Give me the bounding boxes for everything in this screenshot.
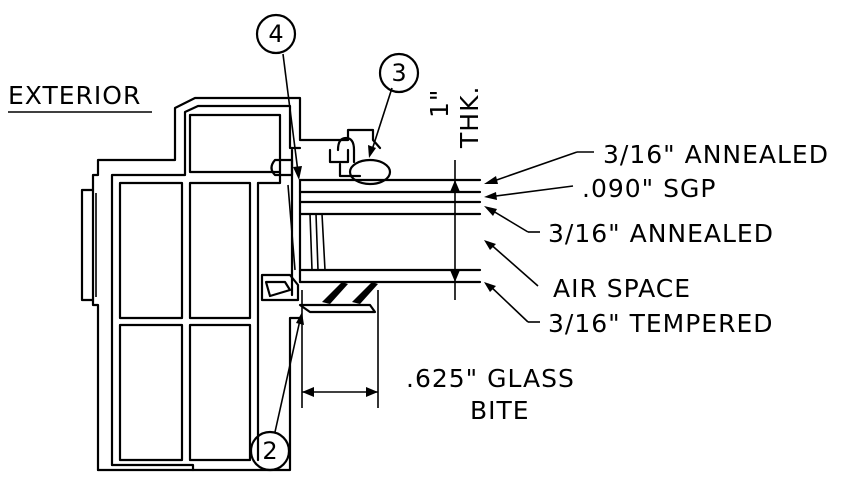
glass-bite-dimension: .625" GLASS BITE	[301, 290, 575, 425]
bead-clip-lower	[264, 280, 292, 298]
leaders	[274, 53, 594, 433]
arrow-pane-inner	[484, 206, 497, 216]
callout-2-circle	[249, 430, 291, 472]
chamber-4	[188, 323, 252, 462]
lower-bead	[298, 303, 377, 314]
frame-bottom-right	[191, 316, 302, 472]
chamber-2	[188, 181, 252, 320]
chamber-3	[118, 323, 184, 462]
callout-3-circle	[378, 52, 420, 94]
callout-4-number: 4	[268, 20, 283, 48]
callout-3: 3	[378, 52, 420, 94]
frame-bottom	[96, 463, 195, 472]
gasket-foot	[338, 162, 362, 178]
setting-seal-1	[322, 282, 348, 304]
leader-air-space	[487, 241, 539, 287]
leader-callout-4	[282, 53, 299, 173]
bead-pocket-upper	[270, 158, 294, 177]
spacer	[309, 213, 326, 271]
arrow-air-space	[484, 240, 496, 250]
glass-bite-value: .625" GLASS	[406, 364, 575, 393]
callout-3-number: 3	[391, 59, 406, 87]
leader-callout-2	[274, 319, 301, 433]
callout-4: 4	[255, 13, 297, 55]
leader-interlayer	[487, 185, 574, 198]
exterior-seal-bulb	[348, 158, 392, 186]
thickness-dimension: 1" THK.	[425, 86, 484, 300]
gasket-top	[336, 136, 356, 164]
pane-tempered-label: 3/16" TEMPERED	[548, 309, 774, 338]
bite-arrow-right	[366, 387, 378, 397]
bite-arrow-left	[302, 387, 314, 397]
stop-base	[328, 148, 350, 164]
thickness-unit: THK.	[455, 86, 484, 149]
setting-seal-2	[352, 282, 378, 304]
arrow-callout-4	[293, 166, 302, 180]
glass-unit	[287, 148, 482, 314]
leader-callout-3	[371, 87, 393, 151]
top-glass-stop	[328, 136, 392, 186]
interlayer-label: .090" SGP	[582, 174, 716, 203]
frame-profile	[80, 96, 382, 472]
arrow-callout-3	[368, 145, 376, 158]
thickness-arrow-bottom	[450, 270, 460, 282]
callout-4-circle	[255, 13, 297, 55]
callout-2-number: 2	[262, 437, 277, 465]
frame-outline-inner	[110, 104, 302, 467]
pane-inner-label: 3/16" ANNEALED	[548, 219, 774, 248]
tape-line	[287, 184, 296, 271]
pane-outer-label: 3/16" ANNEALED	[603, 140, 829, 169]
air-space-label: AIR SPACE	[553, 274, 691, 303]
frame-inner-step	[256, 170, 282, 185]
bead-pocket-lower	[260, 273, 300, 302]
leader-tempered	[487, 283, 529, 323]
callout-2: 2	[249, 430, 291, 472]
arrow-pane-outer	[484, 176, 498, 184]
frame-outline-top	[91, 96, 382, 472]
chamber-top	[188, 113, 282, 174]
frame-left-flange	[80, 188, 95, 302]
exterior-label: EXTERIOR	[8, 81, 141, 110]
thickness-arrow-top	[450, 180, 460, 192]
chamber-1	[118, 181, 184, 320]
arrow-callout-2	[296, 312, 304, 325]
glass-bite-word: BITE	[470, 396, 530, 425]
leader-pane-outer	[487, 151, 578, 184]
arrow-tempered	[484, 282, 496, 292]
arrow-interlayer	[484, 192, 497, 200]
thickness-value: 1"	[425, 89, 454, 118]
